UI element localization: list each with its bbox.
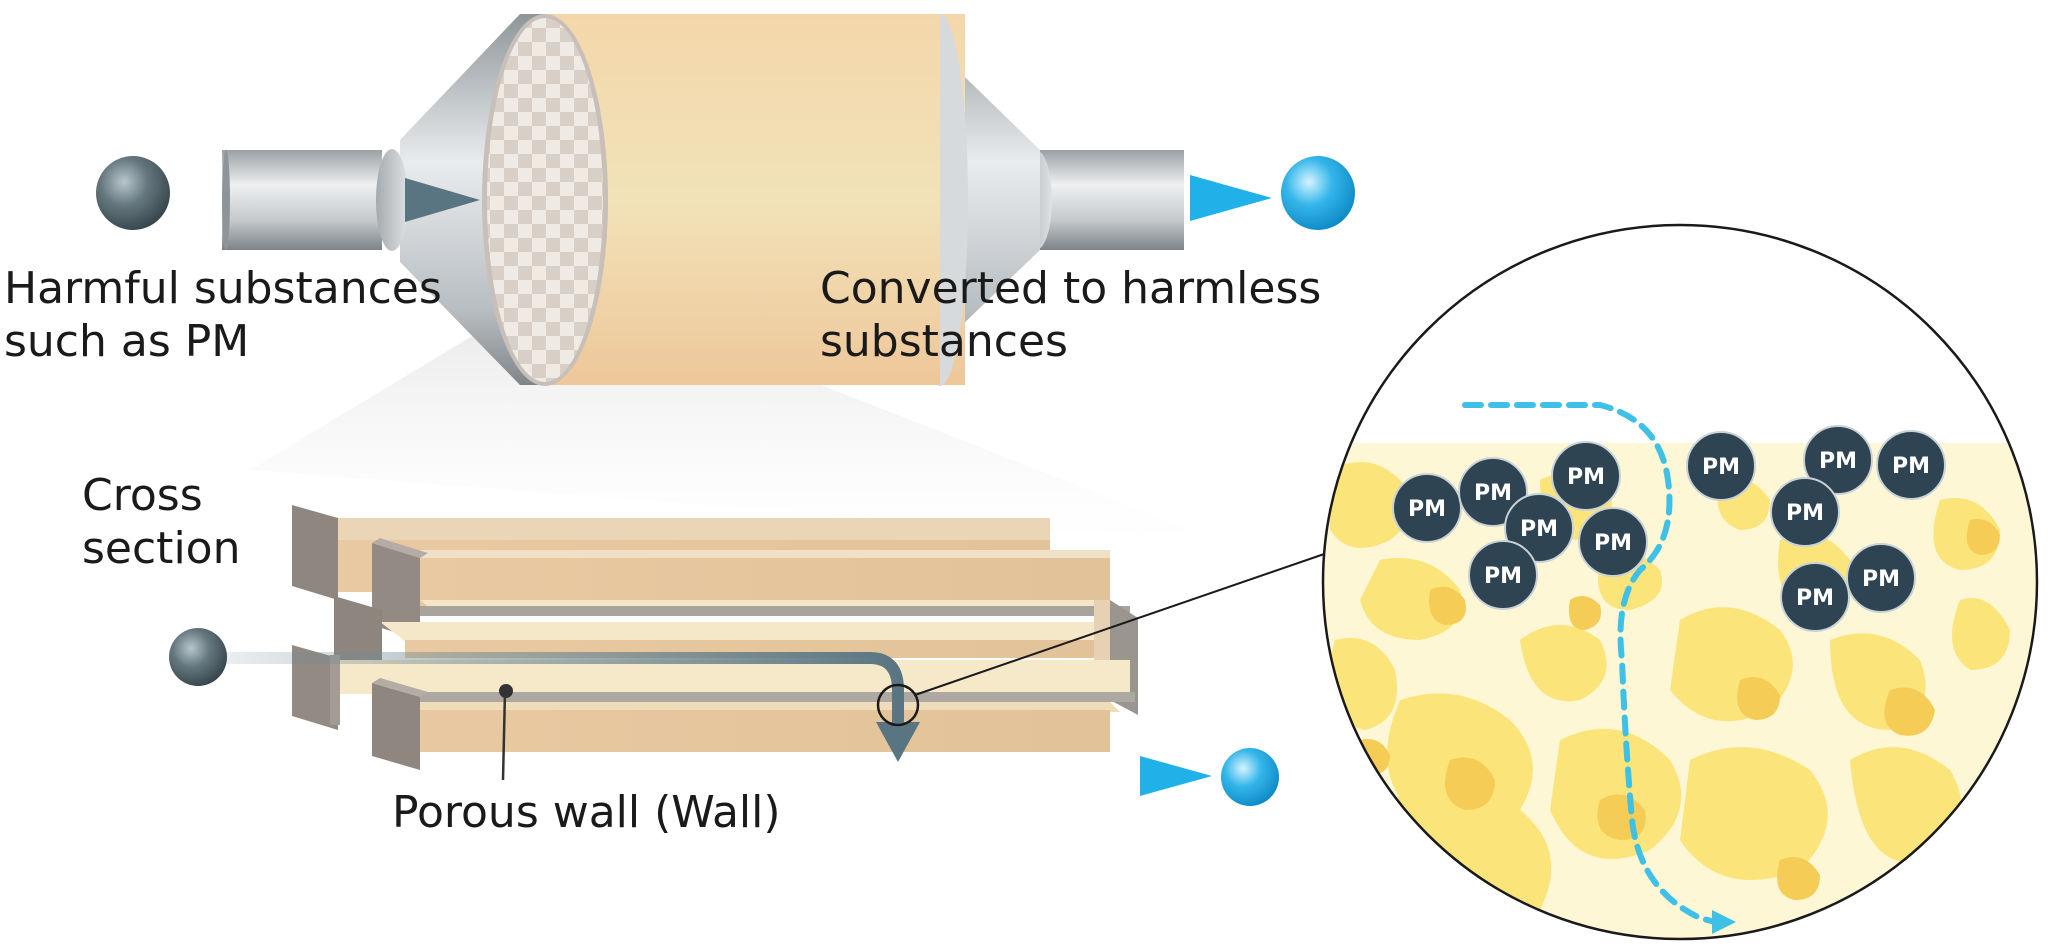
pm-particle: PM (1578, 507, 1648, 577)
pm-particle: PM (1846, 543, 1916, 613)
cross-section-outlet-arrow-head (1140, 756, 1212, 796)
input-label-line2: such as PM (4, 316, 249, 367)
svg-text:PM: PM (1520, 517, 1558, 542)
inlet-arrow-head (405, 178, 480, 222)
output-label-line2: substances (820, 316, 1068, 367)
svg-text:PM: PM (1796, 586, 1834, 611)
harmless-particle-icon (1281, 156, 1355, 230)
channel-flow-arrow (200, 652, 904, 722)
pm-particle: PM (1504, 493, 1574, 563)
cross-section-harmful-particle-icon (169, 628, 227, 686)
pm-particle: PM (1392, 473, 1462, 543)
pm-particle: PM (1770, 477, 1840, 547)
magnified-wall-view (1323, 225, 2037, 939)
input-label-line1: Harmful substances (4, 263, 442, 314)
pm-particle: PM (1551, 441, 1621, 511)
magnified-frame (1321, 223, 2039, 941)
svg-text:PM: PM (1594, 531, 1632, 556)
svg-text:PM: PM (1567, 465, 1605, 490)
harmful-particle-icon (96, 156, 170, 230)
filtered-flow-path (1462, 402, 1718, 925)
cross-section-harmless-particle-icon (1221, 748, 1279, 806)
svg-text:PM: PM (1408, 497, 1446, 522)
svg-text:PM: PM (1862, 567, 1900, 592)
magnify-marker (876, 683, 920, 727)
wall-pointer-dot (499, 684, 513, 698)
wall-pointer-line (501, 690, 507, 781)
outlet-arrow-head (1190, 175, 1272, 221)
svg-text:PM: PM (1484, 564, 1522, 589)
magnify-connector (914, 551, 1331, 696)
pm-particle: PM (1468, 540, 1538, 610)
pm-particle: PM (1876, 430, 1946, 500)
svg-text:PM: PM (1892, 454, 1930, 479)
cross-section-label-line2: section (82, 523, 240, 574)
pm-particles: PM PM PM PM PM PM PM PM PM PM PM PM (1392, 425, 1946, 632)
channel-flow-arrow-head (876, 722, 920, 762)
cross-section-label-line1: Cross (82, 470, 203, 521)
cross-section-walls (292, 505, 1138, 770)
svg-text:PM: PM (1474, 481, 1512, 506)
pm-particle: PM (1686, 431, 1756, 501)
porous-wall-label: Porous wall (Wall) (392, 787, 781, 838)
output-label-line1: Converted to harmless (820, 263, 1321, 314)
svg-text:PM: PM (1702, 455, 1740, 480)
svg-text:PM: PM (1786, 501, 1824, 526)
pm-particle: PM (1803, 425, 1873, 495)
filtered-flow-arrow-head (1712, 910, 1736, 934)
svg-text:PM: PM (1819, 449, 1857, 474)
pm-particle: PM (1780, 562, 1850, 632)
